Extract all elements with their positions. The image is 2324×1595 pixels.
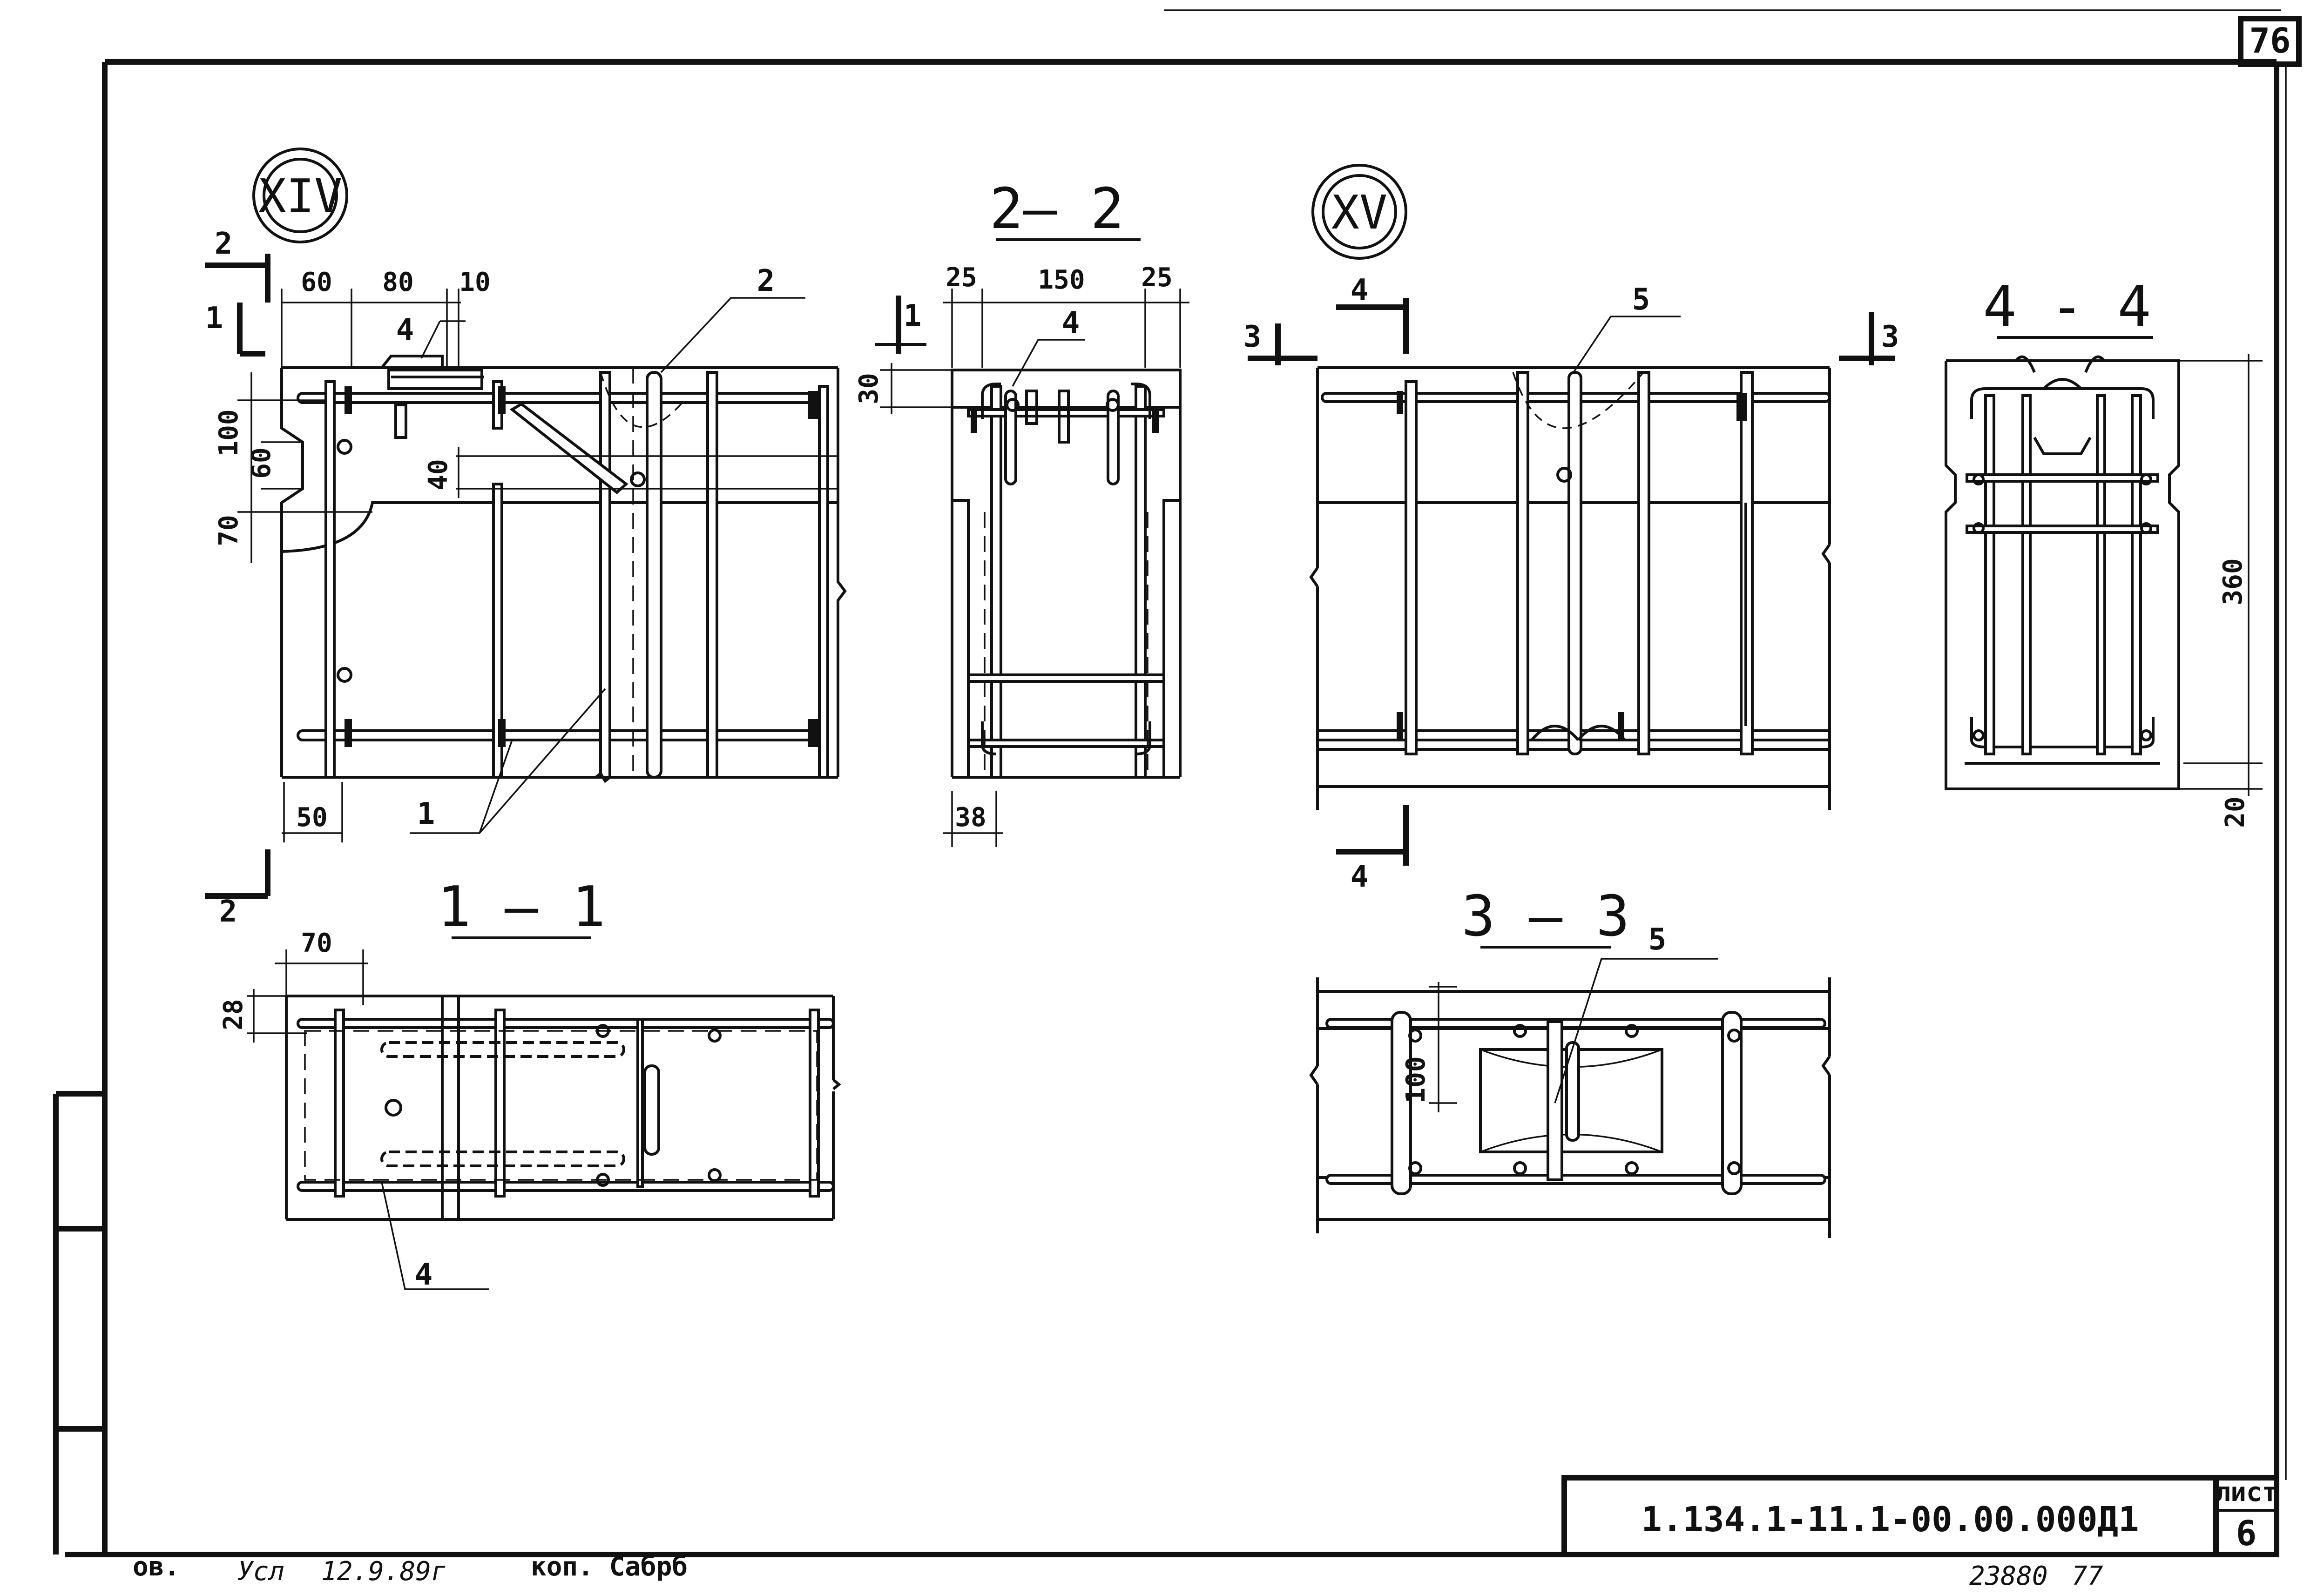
dim-20: 20: [2220, 796, 2250, 828]
position-1-xiv: 1: [417, 797, 435, 831]
cut-mark-3-left: 3: [1243, 320, 1262, 354]
dims-section-4-4: [2179, 354, 2263, 796]
view-node-14: [280, 355, 847, 783]
cut-mark-1-right: 1: [904, 299, 922, 333]
cut-mark-1-left: 1: [205, 301, 223, 336]
dim-60: 60: [301, 267, 332, 297]
dims-section-3-3: [1429, 958, 1718, 1112]
cut-mark-2-bottom: 2: [219, 895, 237, 929]
position-5-s33: 5: [1648, 922, 1667, 957]
drawing-designation: 1.134.1-11.1-00.00.000Д1: [1641, 1500, 2139, 1540]
dim-100: 100: [214, 409, 244, 456]
view-section-1-1: [285, 995, 841, 1221]
section-1-1-title: 1 — 1: [437, 875, 605, 940]
cutmarks-node-14: [205, 254, 926, 899]
position-4-s11: 4: [415, 1258, 433, 1292]
cutmarks-node-15: [1248, 298, 1895, 866]
dim-80: 80: [382, 267, 413, 297]
footer-copy: коп. Сабрб: [531, 1552, 688, 1582]
dim-360: 360: [2218, 558, 2248, 605]
dims-section-1-1: [247, 949, 489, 1290]
title-block: [1561, 1475, 2279, 1557]
dim-10: 10: [459, 267, 490, 297]
dims-section-2-2: [880, 289, 1189, 847]
cut-mark-3-right: 3: [1881, 320, 1899, 354]
footer-date: 12.9.89г: [321, 1556, 447, 1587]
node-15-badge: [1311, 164, 1407, 260]
dim-150: 150: [1038, 265, 1085, 295]
position-4-xiv: 4: [396, 313, 414, 347]
dim-38: 38: [955, 802, 986, 833]
node-15-label: XV: [1331, 185, 1387, 240]
sheet-number: 6: [2236, 1514, 2257, 1554]
dim-40: 40: [423, 459, 453, 490]
section-2-2-title: 2— 2: [990, 177, 1124, 242]
footer-role: ов.: [133, 1552, 180, 1582]
dim-25-left: 25: [946, 262, 977, 293]
order-number: 23880: [1969, 1561, 2048, 1591]
position-2-xiv: 2: [757, 264, 775, 298]
cut-mark-4-bottom: 4: [1351, 860, 1369, 894]
section-3-3-title: 3 — 3: [1461, 884, 1629, 949]
dim-70-s11: 70: [301, 928, 332, 958]
view-section-4-4: [1945, 355, 2180, 790]
dim-25-right: 25: [1141, 262, 1172, 293]
dim-60-b: 60: [246, 447, 277, 478]
order-suffix: 77: [2072, 1561, 2103, 1591]
cut-mark-2-top: 2: [215, 227, 233, 261]
section-4-4-title: 4 - 4: [1983, 275, 2151, 339]
dim-50: 50: [296, 802, 327, 833]
footer-signature: Усл: [237, 1556, 284, 1587]
cut-mark-4-top: 4: [1351, 273, 1369, 308]
dim-30: 30: [854, 373, 884, 404]
dim-100-s33: 100: [1401, 1056, 1431, 1103]
dim-70: 70: [214, 515, 244, 546]
position-4-s22: 4: [1062, 306, 1080, 340]
dim-28: 28: [218, 999, 249, 1030]
node-14-badge: [252, 148, 348, 243]
view-section-2-2: [951, 369, 1182, 779]
position-5-xv: 5: [1632, 283, 1650, 317]
page-number: 76: [2249, 21, 2290, 61]
dims-node-14: [237, 289, 838, 842]
node-14-label: XIV: [258, 169, 343, 223]
sheet-frame: [53, 9, 2302, 1557]
view-node-15: [1309, 366, 1831, 810]
view-section-3-3: [1309, 977, 1831, 1238]
sheet-label: лист: [2215, 1477, 2278, 1508]
